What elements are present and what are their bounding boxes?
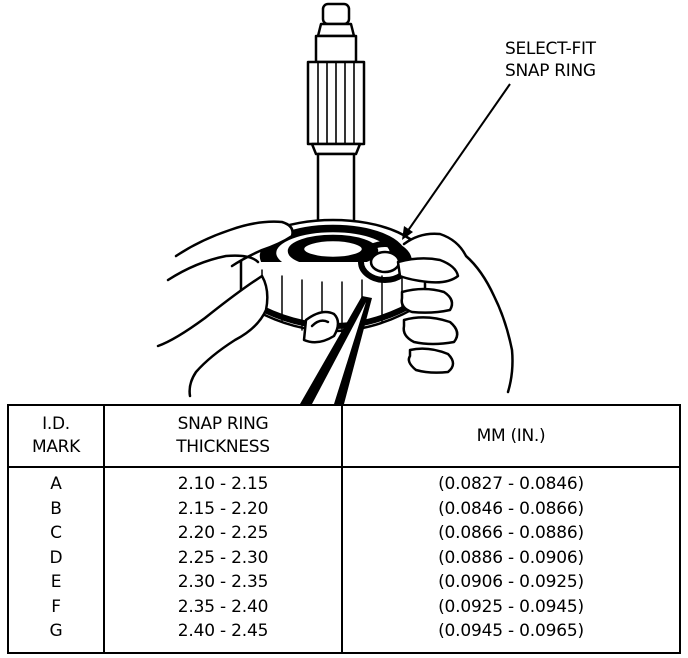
right-hand — [396, 232, 514, 394]
callout-arrow — [402, 83, 511, 240]
cell-mark: A — [50, 474, 62, 494]
cell-mark: D — [49, 547, 63, 568]
table-pointer — [300, 296, 372, 404]
header-thickness: SNAP RING THICKNESS — [105, 406, 343, 468]
cell-inches: (0.0827 - 0.0846) — [438, 474, 584, 494]
gear-hub — [239, 218, 427, 335]
cell-thickness: 2.30 - 2.35 — [177, 572, 269, 592]
callout-label: SELECT-FIT SNAP RING — [505, 38, 596, 82]
cell-inches: (0.0925 - 0.0945) — [438, 596, 584, 617]
cell-thickness: 2.25 - 2.30 — [177, 547, 269, 568]
column-id-mark: A B C D E F G — [9, 468, 105, 652]
cell-mark: F — [51, 596, 61, 617]
cell-mark: G — [49, 621, 63, 641]
cell-inches: (0.0886 - 0.0906) — [438, 547, 584, 568]
cell-thickness: 2.20 - 2.25 — [177, 523, 269, 543]
snap-ring-illustration — [156, 2, 514, 404]
callout-line-2: SNAP RING — [505, 61, 596, 81]
header-thickness-line-1: SNAP RING — [177, 414, 269, 434]
header-inches-label: MM (IN.) — [476, 425, 546, 446]
cell-mark: C — [50, 523, 62, 543]
cell-inches: (0.0866 - 0.0886) — [438, 523, 584, 543]
header-inches: MM (IN.) — [343, 406, 679, 468]
cell-thickness: 2.10 - 2.15 — [177, 474, 269, 494]
callout-line-1: SELECT-FIT — [505, 39, 596, 59]
cell-inches: (0.0846 - 0.0866) — [438, 498, 584, 519]
left-hand — [156, 220, 340, 398]
cell-inches: (0.0906 - 0.0925) — [438, 572, 584, 592]
snap-ring-spec-table: I.D. MARK SNAP RING THICKNESS MM (IN.) A… — [7, 404, 681, 654]
header-id-line-2: MARK — [31, 437, 81, 457]
cell-thickness: 2.35 - 2.40 — [177, 596, 269, 617]
cell-mark: E — [50, 572, 62, 592]
header-id-mark: I.D. MARK — [9, 406, 105, 468]
cell-thickness: 2.40 - 2.45 — [177, 621, 269, 641]
shaft — [306, 2, 366, 238]
column-thickness: 2.10 - 2.15 2.15 - 2.20 2.20 - 2.25 2.25… — [105, 468, 343, 652]
column-inches: (0.0827 - 0.0846) (0.0846 - 0.0866) (0.0… — [343, 468, 679, 652]
header-id-line-1: I.D. — [42, 414, 70, 434]
cell-inches: (0.0945 - 0.0965) — [438, 621, 584, 641]
header-thickness-line-2: THICKNESS — [176, 437, 270, 457]
cell-thickness: 2.15 - 2.20 — [177, 498, 269, 519]
cell-mark: B — [50, 498, 62, 519]
